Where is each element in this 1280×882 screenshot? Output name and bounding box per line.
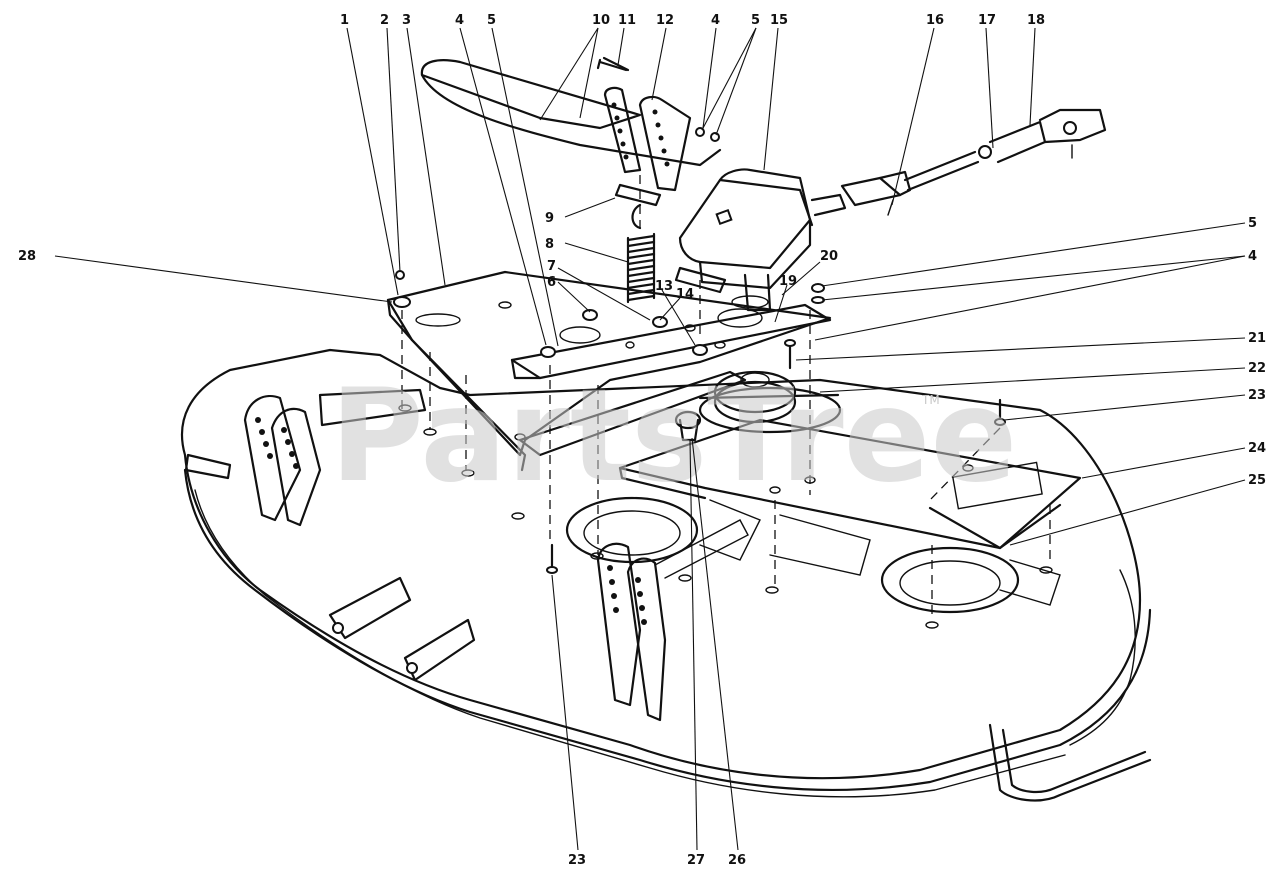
leader-lines (54, 27, 1246, 851)
callout-15: 15 (770, 13, 788, 28)
watermark: PartsTree (330, 362, 1017, 511)
callout-18: 18 (1027, 13, 1045, 28)
callout-10: 10 (592, 13, 610, 28)
callout-20: 20 (820, 249, 838, 264)
assembly-lines (401, 175, 1051, 620)
watermark-trademark: TM (921, 393, 940, 407)
callout-23: 23 (1248, 388, 1266, 403)
callout-6: 6 (547, 275, 556, 290)
height-adjust-bracket-right (596, 519, 749, 722)
pulley-assembly (674, 370, 842, 442)
callout-8: 8 (545, 237, 554, 252)
callout-22: 22 (1248, 361, 1266, 376)
drive-shaft (840, 108, 1107, 216)
callout-25: 25 (1248, 473, 1266, 488)
callout-2: 2 (380, 13, 389, 28)
height-adjust-bracket-left (243, 388, 427, 527)
mower-deck-housing (180, 348, 1152, 802)
callout-16: 16 (926, 13, 944, 28)
callout-5c: 5 (1248, 216, 1257, 231)
callout-19: 19 (779, 274, 797, 289)
callout-12: 12 (656, 13, 674, 28)
callout-17: 17 (978, 13, 996, 28)
callout-27: 27 (687, 853, 705, 868)
callout-3: 3 (402, 13, 411, 28)
callout-1: 1 (340, 13, 349, 28)
callout-4b: 4 (711, 13, 720, 28)
callout-9: 9 (545, 211, 554, 226)
callout-23b: 23 (568, 853, 586, 868)
callout-26: 26 (728, 853, 746, 868)
gearbox (674, 168, 847, 312)
callout-24: 24 (1248, 441, 1266, 456)
callout-labels: 1 2 3 4 5 10 11 12 4 5 15 16 17 18 28 9 … (18, 13, 1266, 868)
callout-7: 7 (547, 259, 556, 274)
callout-5: 5 (487, 13, 496, 28)
lift-arm-assembly (420, 58, 722, 207)
hardware (393, 56, 1006, 574)
callout-11: 11 (618, 13, 636, 28)
callout-5b: 5 (751, 13, 760, 28)
callout-13: 13 (655, 279, 673, 294)
spring (626, 203, 656, 304)
callout-14: 14 (676, 287, 694, 302)
callout-4c: 4 (1248, 249, 1257, 264)
callout-28: 28 (18, 249, 36, 264)
callout-4: 4 (455, 13, 464, 28)
callout-21: 21 (1248, 331, 1266, 346)
